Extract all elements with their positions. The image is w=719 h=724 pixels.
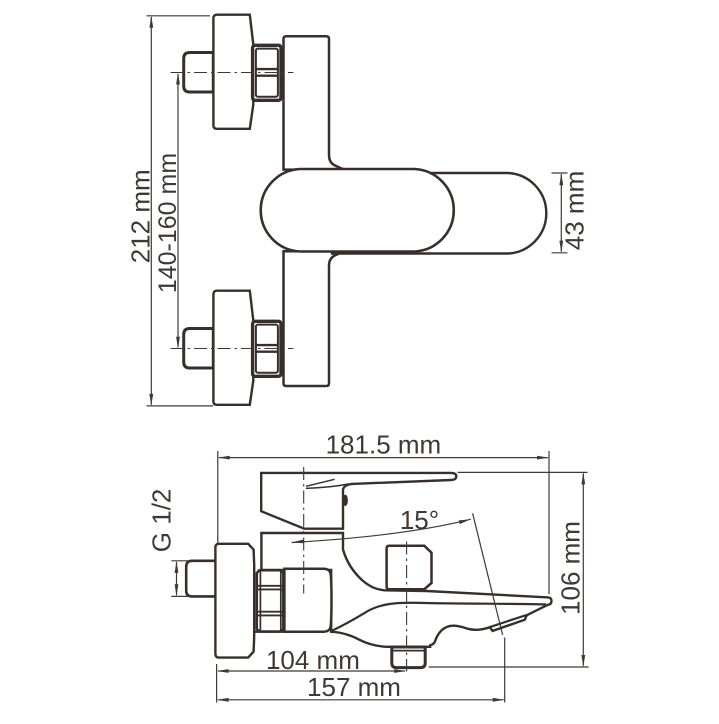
svg-text:15°: 15° [400,505,439,535]
svg-text:43 mm: 43 mm [560,171,590,250]
svg-text:106 mm: 106 mm [555,521,585,615]
svg-text:140-160 mm: 140-160 mm [154,153,182,293]
svg-text:181.5 mm: 181.5 mm [326,429,442,459]
svg-text:157 mm: 157 mm [307,672,401,702]
svg-text:212 mm: 212 mm [126,169,156,263]
svg-text:G 1/2: G 1/2 [146,489,176,553]
svg-text:104 mm: 104 mm [266,645,360,675]
